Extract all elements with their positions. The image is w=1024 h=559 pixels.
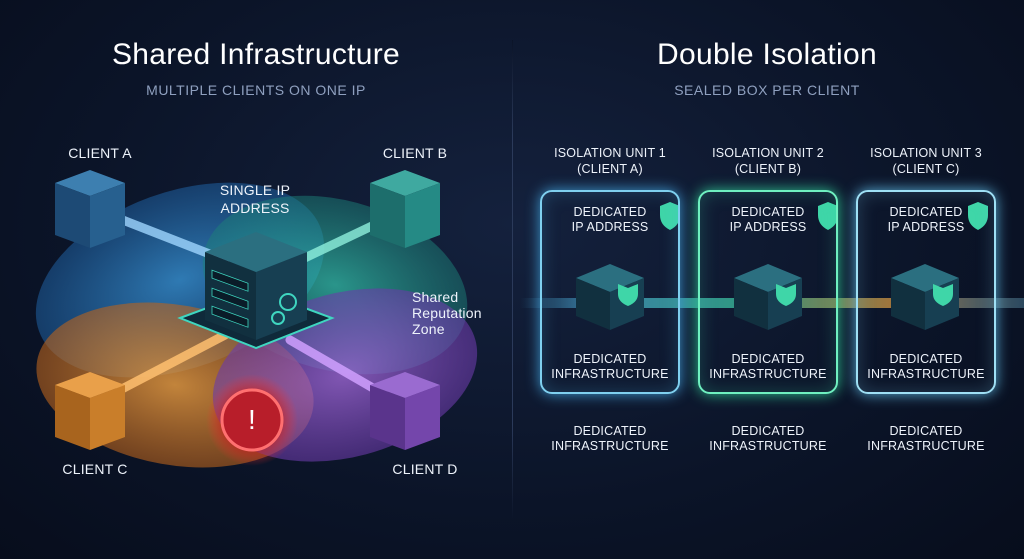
label-single-ip-1: SINGLE IP — [219, 182, 291, 198]
beam-d — [285, 335, 390, 400]
label-client-a: CLIENT A — [68, 145, 132, 161]
unit-1-below-1: DEDICATED — [573, 424, 647, 438]
unit-2-below-2: INFRASTRUCTURE — [709, 439, 827, 453]
unit-1-infra-2: INFRASTRUCTURE — [551, 367, 669, 381]
shared-infrastructure-diagram — [35, 170, 478, 468]
unit-2-ip-1: DEDICATED — [731, 205, 805, 219]
unit-2-below-1: DEDICATED — [731, 424, 805, 438]
label-client-c: CLIENT C — [62, 461, 128, 477]
unit-1-ip-2: IP ADDRESS — [571, 220, 649, 234]
isolation-unit-1-box — [540, 190, 680, 394]
central-server — [177, 232, 335, 350]
label-client-d: CLIENT D — [392, 461, 458, 477]
unit-3-ip-1: DEDICATED — [889, 205, 963, 219]
isolation-unit-2-box — [698, 190, 838, 394]
unit-1-client: (CLIENT A) — [577, 162, 643, 176]
label-zone-1: Shared — [412, 289, 459, 305]
cube-client-b — [370, 170, 440, 248]
right-subtitle: SEALED BOX PER CLIENT — [674, 82, 860, 98]
unit-3-infra-1: DEDICATED — [889, 352, 963, 366]
section-divider — [512, 40, 513, 520]
label-client-b: CLIENT B — [382, 145, 448, 161]
label-single-ip-2: ADDRESS — [220, 200, 290, 216]
unit-1-ip-1: DEDICATED — [573, 205, 647, 219]
left-subtitle: MULTIPLE CLIENTS ON ONE IP — [146, 82, 366, 98]
unit-2-ip-2: IP ADDRESS — [729, 220, 807, 234]
beam-c — [115, 330, 230, 395]
unit-1-below-2: INFRASTRUCTURE — [551, 439, 669, 453]
unit-3-client: (CLIENT C) — [892, 162, 960, 176]
warning-icon: ! — [248, 404, 256, 435]
unit-2-infra-2: INFRASTRUCTURE — [709, 367, 827, 381]
unit-2-infra-1: DEDICATED — [731, 352, 805, 366]
unit-2-client: (CLIENT B) — [734, 162, 802, 176]
cube-client-a — [55, 170, 125, 248]
label-zone-3: Zone — [412, 321, 445, 337]
right-title: Double Isolation — [657, 38, 877, 71]
cube-client-d — [370, 372, 440, 450]
unit-3-name: ISOLATION UNIT 3 — [870, 146, 982, 160]
isolation-unit-3-box — [856, 190, 996, 394]
unit-3-ip-2: IP ADDRESS — [887, 220, 965, 234]
unit-2-name: ISOLATION UNIT 2 — [712, 146, 824, 160]
unit-3-infra-2: INFRASTRUCTURE — [867, 367, 985, 381]
label-zone-2: Reputation — [412, 305, 482, 321]
unit-1-name: ISOLATION UNIT 1 — [554, 146, 666, 160]
unit-1-infra-1: DEDICATED — [573, 352, 647, 366]
left-title: Shared Infrastructure — [111, 38, 401, 71]
unit-3-below-2: INFRASTRUCTURE — [867, 439, 985, 453]
cube-client-c — [55, 372, 125, 450]
unit-3-below-1: DEDICATED — [889, 424, 963, 438]
